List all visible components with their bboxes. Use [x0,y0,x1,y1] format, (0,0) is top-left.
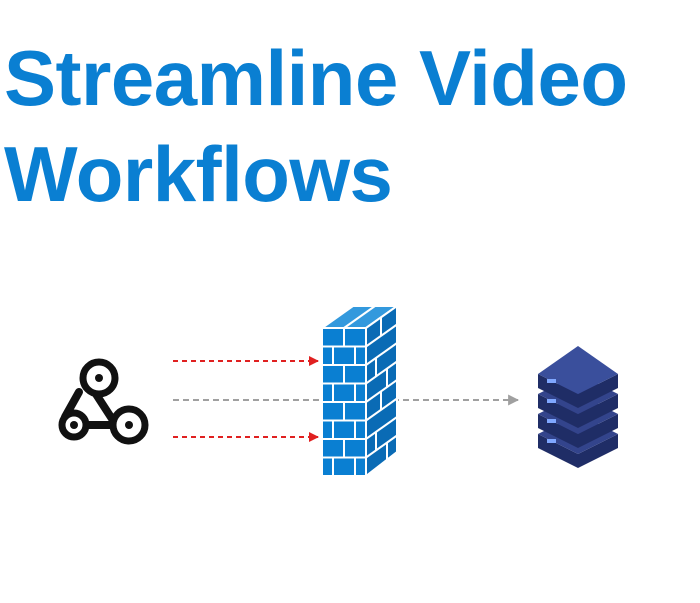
server-stack-icon [538,346,618,468]
headline-line-1: Streamline Video [4,34,628,122]
network-diagram [58,304,618,479]
headline-line-2: Workflows [4,130,393,218]
headline: Streamline Video Workflows [4,30,628,222]
webhook-icon [58,358,149,445]
firewall-icon [318,304,401,479]
